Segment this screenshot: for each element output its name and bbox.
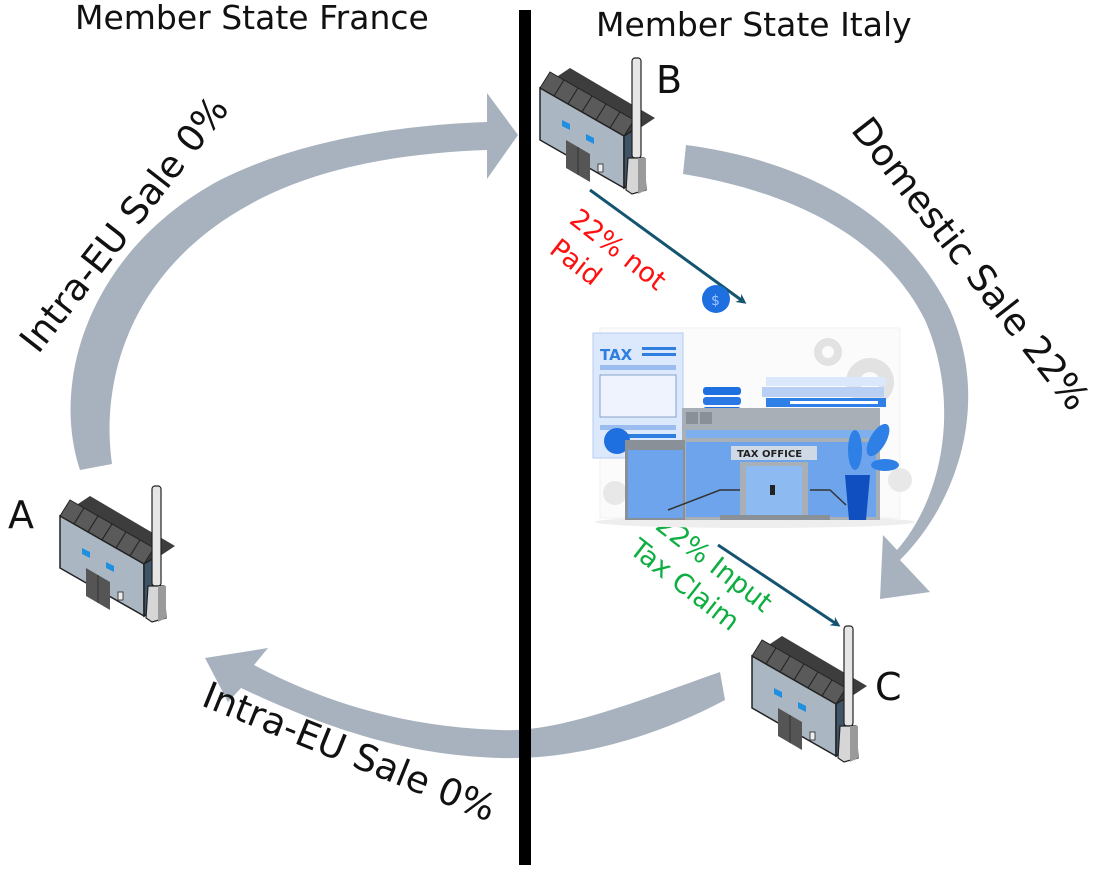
entity-a-label: A: [8, 493, 34, 537]
factory-a-icon: [59, 485, 176, 623]
arrow-a-to-b: [70, 93, 519, 470]
arrow-b-to-c: [683, 145, 969, 599]
border-divider: [519, 10, 531, 865]
tax-office-illustration: TAX $ TAX OFFICE: [592, 285, 915, 528]
header-france: Member State France: [75, 0, 429, 37]
svg-text:TAX: TAX: [600, 346, 633, 364]
arrow-b-to-taxoffice: [589, 188, 747, 304]
entity-c-label: C: [875, 665, 902, 709]
coin-icon: $: [604, 285, 730, 454]
arrow-taxoffice-to-c: [717, 543, 841, 627]
svg-text:$: $: [711, 293, 720, 309]
arrow-c-to-a: [205, 648, 725, 759]
header-italy: Member State Italy: [596, 5, 912, 44]
tax-office-sign: TAX OFFICE: [737, 449, 802, 460]
factory-b-icon: [539, 57, 656, 195]
factory-c-icon: [751, 625, 868, 763]
entity-b-label: B: [656, 58, 682, 102]
